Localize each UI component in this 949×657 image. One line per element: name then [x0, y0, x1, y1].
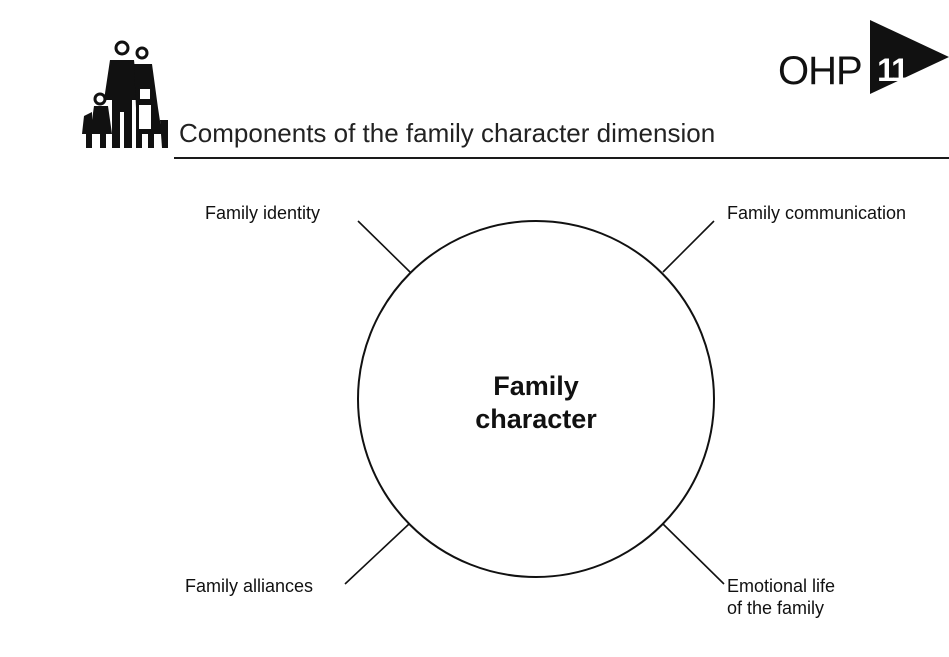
label-emotional-life-line2: of the family	[727, 598, 825, 618]
label-family-communication: Family communication	[727, 203, 907, 223]
center-circle	[357, 220, 715, 578]
label-family-alliances: Family alliances	[185, 576, 314, 596]
page-title: Components of the family character dimen…	[179, 118, 716, 148]
family-group-icon	[82, 40, 168, 148]
connector-bottom-left	[344, 523, 410, 585]
label-emotional-life: Emotional life of the family	[727, 575, 835, 619]
label-family-identity: Family identity	[205, 203, 321, 223]
ohp-label: OHP	[778, 49, 863, 93]
connector-top-right	[662, 220, 715, 273]
label-emotional-life-line1: Emotional life	[727, 576, 836, 596]
connector-bottom-right	[662, 523, 725, 585]
ohp-arrow-badge	[870, 20, 949, 94]
title-divider	[174, 157, 949, 159]
center-label: Family character	[436, 370, 636, 436]
center-label-line1: Family	[493, 371, 579, 401]
ohp-number: 11	[877, 52, 909, 88]
connector-top-left	[357, 220, 411, 273]
center-label-line2: character	[475, 404, 597, 434]
